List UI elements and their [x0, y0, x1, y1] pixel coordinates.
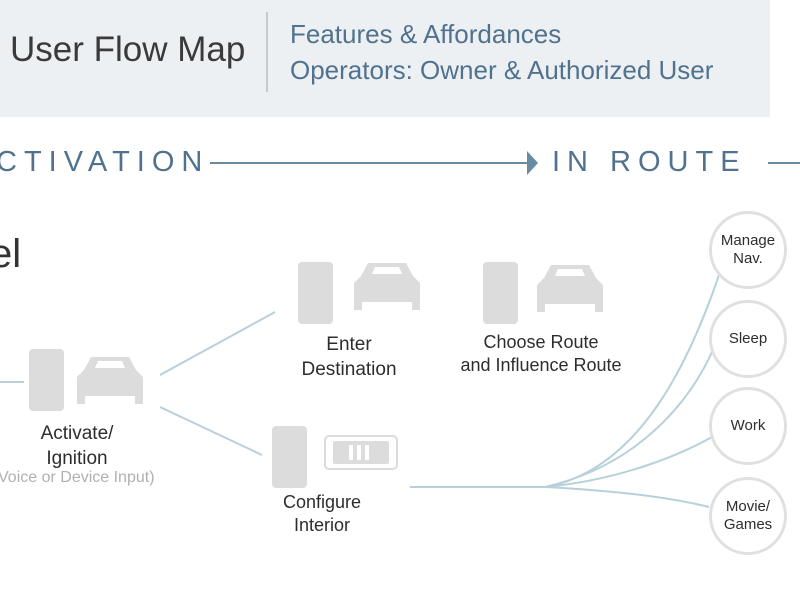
activity-circle-work: Work	[709, 387, 787, 465]
car-icon	[537, 265, 603, 312]
node-configure-interior-line1: Configure	[282, 492, 362, 512]
activity-manage-nav-line1: Manage	[720, 232, 776, 249]
phase-arrow-head	[527, 151, 538, 175]
node-activate-line2: Ignition	[46, 448, 108, 469]
page-title: User Flow Map	[10, 30, 246, 69]
phase-label-in-route: IN ROUTE	[552, 146, 747, 178]
header-subtitle-operators: Operators: Owner & Authorized User	[290, 55, 714, 85]
phone-icon	[272, 426, 307, 488]
activity-work-label: Work	[730, 417, 766, 434]
header-subtitle-features: Features & Affordances	[290, 19, 562, 49]
activity-sleep-label: Sleep	[728, 330, 768, 347]
cropped-text-fragment: el	[0, 232, 22, 276]
node-choose-route-line2: and Influence Route	[460, 355, 622, 375]
car-icon	[354, 263, 420, 310]
node-configure-interior: Configure Interior	[272, 491, 372, 537]
connector-activate-to-interior	[159, 406, 263, 456]
node-choose-route-line1: Choose Route	[483, 332, 599, 352]
phone-icon	[483, 262, 518, 324]
node-activate-ignition: Activate/ Ignition	[17, 421, 137, 471]
car-icon	[77, 357, 143, 404]
activity-movie-games-line1: Movie/	[725, 498, 771, 515]
activity-circle-sleep: Sleep	[709, 300, 787, 378]
node-activate-hint: Voice or Device Input)	[0, 469, 155, 486]
node-choose-route: Choose Route and Influence Route	[451, 331, 631, 377]
connector-activate-to-destination	[159, 311, 276, 376]
connector-to-manage-nav	[544, 274, 720, 488]
connector-to-work	[544, 436, 713, 488]
connector-to-sleep	[544, 351, 713, 488]
phone-icon	[298, 262, 333, 324]
connector-to-movie-games	[544, 486, 710, 508]
node-enter-destination-line2: Destination	[301, 359, 397, 380]
node-enter-destination-line1: Enter	[326, 334, 372, 355]
control-panel-icon	[324, 435, 398, 470]
header-divider	[266, 12, 268, 92]
activity-manage-nav-line2: Nav.	[733, 250, 763, 267]
node-enter-destination: Enter Destination	[289, 332, 409, 382]
phone-icon	[29, 349, 64, 411]
header-panel: User Flow Map Features & Affordances Ope…	[0, 0, 770, 117]
phase-label-activation: CTIVATION	[0, 146, 210, 178]
node-activate-line1: Activate/	[40, 423, 114, 444]
node-configure-interior-line2: Interior	[293, 515, 351, 535]
activity-circle-movie-games: Movie/Games	[709, 477, 787, 555]
activity-movie-games-line2: Games	[723, 516, 773, 533]
